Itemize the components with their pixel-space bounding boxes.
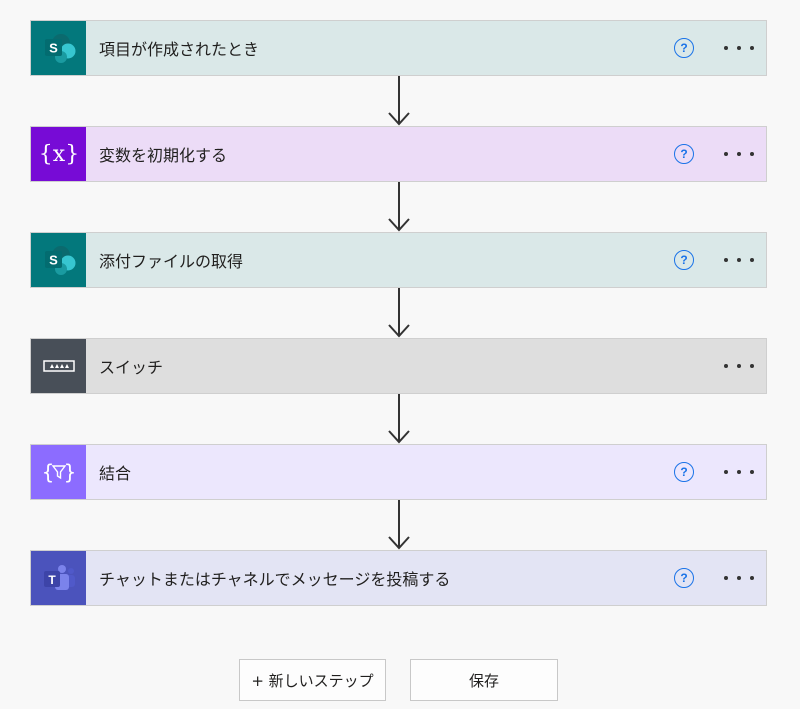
more-options-icon[interactable]: [724, 144, 754, 164]
more-options-icon[interactable]: [724, 250, 754, 270]
step-title: チャットまたはチャネルでメッセージを投稿する: [99, 570, 451, 589]
variable-icon: {x}: [31, 127, 86, 181]
arrow-down-icon: [388, 500, 410, 550]
svg-text:S: S: [49, 41, 58, 56]
switch-icon: [31, 339, 86, 393]
step-title: 添付ファイルの取得: [99, 252, 244, 271]
step-title: 変数を初期化する: [99, 146, 228, 165]
step-card-get-attachments[interactable]: S 添付ファイルの取得 ?: [30, 232, 767, 288]
more-options-icon[interactable]: [724, 356, 754, 376]
help-icon[interactable]: ?: [674, 144, 694, 164]
step-card-initialize-variable[interactable]: {x} 変数を初期化する ?: [30, 126, 767, 182]
help-icon[interactable]: ?: [674, 568, 694, 588]
svg-text:T: T: [48, 573, 56, 587]
svg-text:{: {: [41, 460, 54, 484]
sharepoint-icon: S: [31, 21, 86, 75]
teams-icon: T: [31, 551, 86, 605]
step-title: 項目が作成されたとき: [99, 40, 260, 59]
arrow-down-icon: [388, 76, 410, 126]
step-card-post-message[interactable]: T チャットまたはチャネルでメッセージを投稿する ?: [30, 550, 767, 606]
step-title: スイッチ: [99, 358, 164, 377]
step-card-join[interactable]: { } 結合 ?: [30, 444, 767, 500]
arrow-down-icon: [388, 288, 410, 338]
sharepoint-icon: S: [31, 233, 86, 287]
step-card-trigger[interactable]: S 項目が作成されたとき ?: [30, 20, 767, 76]
svg-text:S: S: [49, 253, 58, 268]
svg-text:}: }: [63, 460, 76, 484]
arrow-down-icon: [388, 182, 410, 232]
save-button[interactable]: 保存: [410, 659, 558, 701]
new-step-button[interactable]: + 新しいステップ: [239, 659, 386, 701]
more-options-icon[interactable]: [724, 568, 754, 588]
step-card-switch[interactable]: スイッチ: [30, 338, 767, 394]
help-icon[interactable]: ?: [674, 38, 694, 58]
arrow-down-icon: [388, 394, 410, 444]
svg-text:{x}: {x}: [39, 142, 79, 167]
more-options-icon[interactable]: [724, 38, 754, 58]
help-icon[interactable]: ?: [674, 250, 694, 270]
data-operation-icon: { }: [31, 445, 86, 499]
step-title: 結合: [99, 464, 132, 483]
help-icon[interactable]: ?: [674, 462, 694, 482]
more-options-icon[interactable]: [724, 462, 754, 482]
